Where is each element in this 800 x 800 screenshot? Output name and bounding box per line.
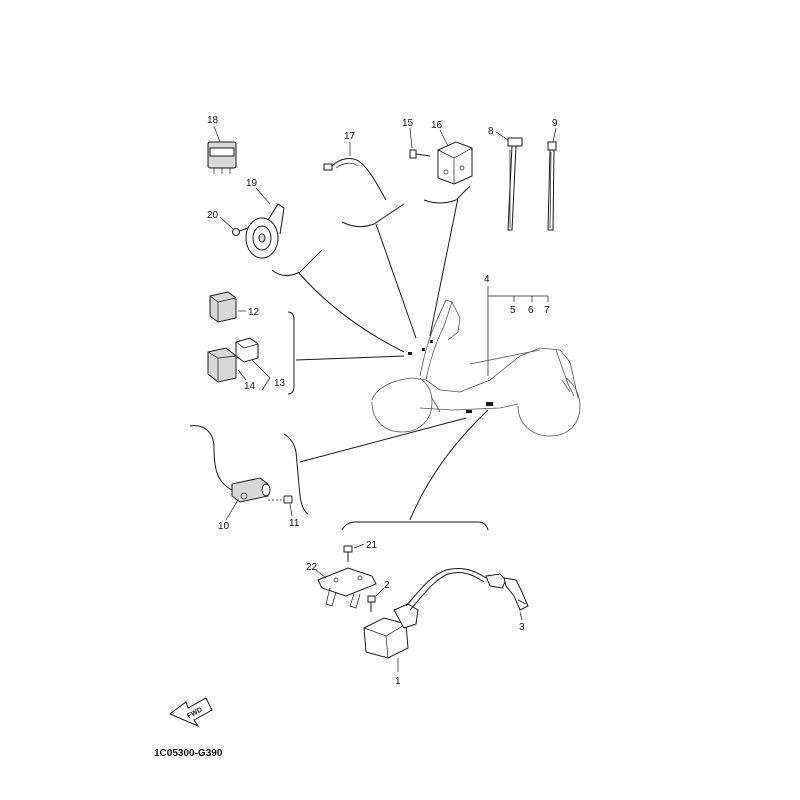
part-11-bolt[interactable] bbox=[268, 495, 293, 504]
callout-4: 4 bbox=[484, 274, 490, 285]
leader-16 bbox=[439, 129, 449, 147]
group-bracket-coil bbox=[341, 521, 489, 531]
leader-unit-to-scooter bbox=[429, 197, 459, 337]
part-1-ignition-coil[interactable] bbox=[363, 603, 419, 659]
leader-2 bbox=[375, 587, 385, 597]
callout-3: 3 bbox=[519, 622, 525, 633]
callout-18: 18 bbox=[207, 115, 219, 126]
leader-tree-4-7 bbox=[487, 286, 549, 376]
callout-20: 20 bbox=[207, 210, 219, 221]
part-21-screw[interactable] bbox=[343, 545, 353, 562]
leader-18 bbox=[213, 125, 221, 143]
callout-12: 12 bbox=[248, 307, 260, 318]
part-20-bolt[interactable] bbox=[232, 227, 249, 236]
callout-8: 8 bbox=[488, 126, 494, 137]
leader-8 bbox=[495, 131, 509, 141]
part-15-screw[interactable] bbox=[409, 149, 431, 159]
part-19-horn[interactable] bbox=[245, 203, 285, 259]
leader-wire-to-scooter bbox=[375, 223, 417, 339]
callout-14: 14 bbox=[244, 381, 256, 392]
callout-16: 16 bbox=[431, 120, 443, 131]
callout-13: 13 bbox=[274, 378, 286, 389]
part-17-lead-wire[interactable] bbox=[323, 158, 387, 201]
leader-sensor-to-scooter bbox=[299, 417, 467, 463]
callout-2: 2 bbox=[384, 580, 390, 591]
callout-1: 1 bbox=[395, 676, 401, 687]
part-10-sensor[interactable] bbox=[189, 425, 271, 503]
leader-13-14 bbox=[237, 359, 271, 391]
diagram-code: 1C05300-G390 bbox=[154, 748, 223, 759]
leader-19 bbox=[255, 187, 271, 205]
leader-10 bbox=[225, 499, 239, 521]
leader-9 bbox=[552, 127, 557, 143]
part-3-plug-cap[interactable] bbox=[405, 567, 529, 611]
leader-relays-to-scooter bbox=[295, 355, 405, 361]
callout-17: 17 bbox=[344, 131, 356, 142]
leader-22 bbox=[315, 569, 327, 579]
part-18-relay[interactable] bbox=[207, 141, 237, 174]
callout-11: 11 bbox=[289, 518, 300, 529]
leader-11 bbox=[289, 503, 293, 517]
group-bracket-unit bbox=[423, 185, 471, 204]
callout-5: 5 bbox=[510, 305, 516, 316]
leader-3 bbox=[519, 611, 523, 621]
leader-20 bbox=[219, 216, 234, 230]
part-9-cable-tie[interactable] bbox=[547, 141, 557, 231]
part-13-relay[interactable] bbox=[235, 337, 259, 363]
callout-22: 22 bbox=[306, 562, 318, 573]
callout-9: 9 bbox=[552, 118, 558, 129]
callout-7: 7 bbox=[544, 305, 550, 316]
callout-10: 10 bbox=[218, 521, 230, 532]
part-14-relay[interactable] bbox=[207, 347, 237, 383]
part-2-bolt[interactable] bbox=[367, 595, 376, 612]
group-bracket-horn bbox=[271, 249, 323, 276]
fwd-arrow-icon bbox=[169, 697, 213, 728]
callout-21: 21 bbox=[366, 540, 378, 551]
part-16-control-unit[interactable] bbox=[437, 141, 473, 185]
callout-15: 15 bbox=[402, 118, 414, 129]
leader-21 bbox=[353, 543, 365, 549]
callout-19: 19 bbox=[246, 178, 258, 189]
leader-coil-to-scooter bbox=[409, 409, 489, 521]
leader-15 bbox=[409, 127, 413, 149]
part-22-bracket[interactable] bbox=[317, 567, 377, 609]
scooter-outline bbox=[371, 299, 581, 437]
group-bracket-wire bbox=[341, 203, 405, 228]
callout-6: 6 bbox=[528, 305, 534, 316]
part-12-relay[interactable] bbox=[209, 291, 237, 323]
part-8-band[interactable] bbox=[507, 137, 523, 231]
group-bracket-relays bbox=[287, 311, 295, 395]
leader-horn-to-scooter bbox=[297, 271, 405, 353]
group-bracket-sensor bbox=[283, 433, 309, 515]
